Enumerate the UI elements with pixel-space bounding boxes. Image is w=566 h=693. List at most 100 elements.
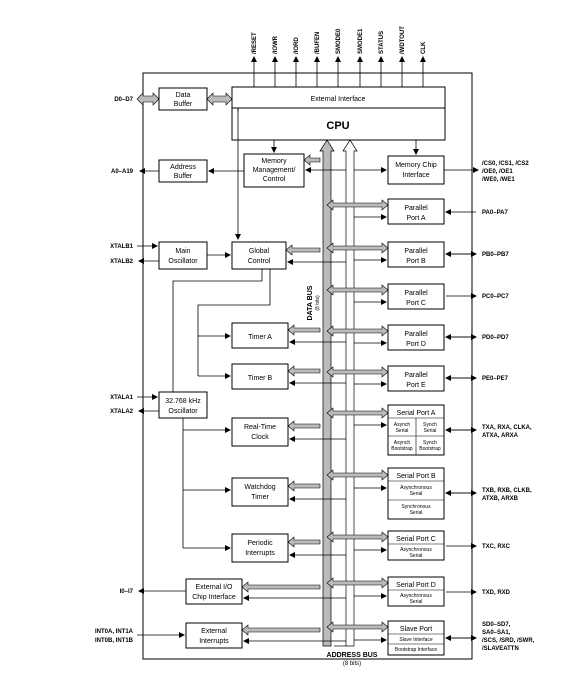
serial-port-d: Serial Port D Asynchronous Serial TXD, R… [326,576,511,607]
timer-b-label: Timer B [248,375,273,382]
address-bus-arrow [342,139,358,647]
txb-label-2: ATXB, ARXB [482,496,519,502]
periodic-line1: Periodic [247,540,273,547]
serial-port-c: Serial Port C Asynchronous Serial TXC, R… [326,530,511,561]
global-control-block [231,241,287,270]
serial-a-cell4-l2: Bootstrap [419,446,441,452]
pb-label: PB0–PB7 [482,252,509,258]
data-bus-bits: (8 bits) [315,295,321,311]
sig-smode0: SMODE0 [336,28,342,54]
pc-label: PC0–PC7 [482,294,509,300]
data-bus-arrow [319,139,335,647]
mem-signal-2: /OE0, /OE1 [482,169,513,175]
serial-a-cell1-l2: Serial [396,428,409,434]
sig-iord: /IORD [294,37,300,54]
address-bus-bits: (8 bits) [343,661,361,667]
txa-label-1: TXA, RXA, CLKA, [482,425,532,431]
timer-a-label: Timer A [248,334,272,341]
ext-io-line1: External I/O [196,584,234,591]
parallel-port-d: Parallel Port D PD0–PD7 [326,324,509,351]
chip-outline [142,72,473,660]
serial-b-title: Serial Port B [396,473,436,480]
timer-b-block [231,363,289,390]
pe-label: PE0–PE7 [482,376,509,382]
xtalb2-label: XTALB2 [110,259,134,265]
external-interrupts-block [185,622,243,649]
data-buffer-to-ext-arrow [206,92,233,106]
port-c-line1: Parallel [404,290,428,297]
rtc-line1: Real-Time [244,424,276,431]
rtc-line2: Clock [251,434,269,441]
external-io-block [185,578,243,605]
serial-c-r1-l2: Serial [410,553,423,559]
cpu-block [231,107,446,141]
slave-port-title: Slave Port [400,626,432,633]
serial-c-title: Serial Port C [396,536,436,543]
xtala2-label: XTALA2 [110,409,134,415]
main-osc-line1: Main [175,248,190,255]
serial-a-cell2-l2: Serial [424,428,437,434]
watchdog-line1: Watchdog [244,484,275,491]
slave-port-r2: Bootstrap Interface [395,647,437,653]
external-interface-label: External Interface [311,96,366,103]
periodic-line2: Interrupts [245,550,275,557]
slave-port: Slave Port Slave Interface Bootstrap Int… [326,620,535,656]
sig-clk: CLK [421,41,427,54]
global-control-line1: Global [249,248,270,255]
sig-reset: /RESET [252,32,258,54]
slave-sig-1: SD0–SD7, [482,622,511,628]
ext-io-line2: Chip Interface [192,594,236,601]
sig-iowr: /IOWR [273,35,279,54]
osc-32k-block [158,391,208,419]
port-e-line1: Parallel [404,372,428,379]
serial-a-cell3-l1: Asynch [394,440,411,446]
cpu-label: CPU [326,120,349,132]
data-buffer-line1: Data [176,92,191,99]
serial-d-r1-l1: Asynchronous [400,593,432,599]
mem-signal-1: /CS0, /CS1, /CS2 [482,161,529,167]
port-c-line2: Port C [406,300,426,307]
port-a-line1: Parallel [404,205,428,212]
pa-label: PA0–PA7 [482,210,508,216]
pd-label: PD0–PD7 [482,335,509,341]
serial-a-cell3-l2: Bootstrap [391,446,413,452]
parallel-port-c: Parallel Port C PC0–PC7 [326,283,509,310]
global-control-line2: Control [248,258,271,265]
memory-chip-interface-block [387,155,445,185]
serial-a-cell1-l1: Asynch [394,422,411,428]
mmu-line3: Control [263,176,286,183]
data-bus-label: DATA BUS [307,285,314,320]
serial-d-title: Serial Port D [396,582,436,589]
txb-label-1: TXB, RXB, CLKB, [482,488,532,494]
sig-smode1: SMODE1 [358,28,364,54]
txc-label: TXC, RXC [482,544,511,550]
xtala1-label: XTALA1 [110,395,134,401]
ext-int-line1: External [201,628,227,635]
slave-sig-4: /SLAVEATTN [482,646,519,652]
serial-a-cell2-l1: Synch [423,422,437,428]
d0-d7-bus-arrow [136,92,160,106]
xtalb1-label: XTALB1 [110,244,134,250]
serial-c-r1-l1: Asynchronous [400,547,432,553]
serial-b-r2-l1: Synchronous [401,504,431,510]
timer-a-block [231,322,289,349]
top-signals: /RESET /IOWR /IORD /BUFEN SMODE0 SMODE1 … [251,26,427,87]
int-a-label: INT0A, INT1A [95,629,134,635]
port-e-line2: Port E [406,382,426,389]
serial-b-r2-l2: Serial [410,510,423,516]
slave-sig-2: SA0–SA1, [482,630,511,636]
address-bus-label: ADDRESS BUS [327,652,378,659]
osc-32k-line2: Oscillator [168,408,198,415]
parallel-port-b: Parallel Port B PB0–PB7 [326,241,509,268]
parallel-port-a: Parallel Port A PA0–PA7 [326,198,508,225]
a0-a19-label: A0–A19 [111,169,134,175]
txa-label-2: ATXA, ARXA [482,433,519,439]
rtc-block [231,417,289,447]
io-label: I0–I7 [120,589,134,595]
serial-a-title: Serial Port A [397,410,436,417]
int-b-label: INT0B, INT1B [95,638,134,644]
parallel-port-e: Parallel Port E PE0–PE7 [326,365,509,392]
mmu-line2: Management/ [253,167,296,174]
mem-signal-3: /WE0, /WE1 [482,177,515,183]
